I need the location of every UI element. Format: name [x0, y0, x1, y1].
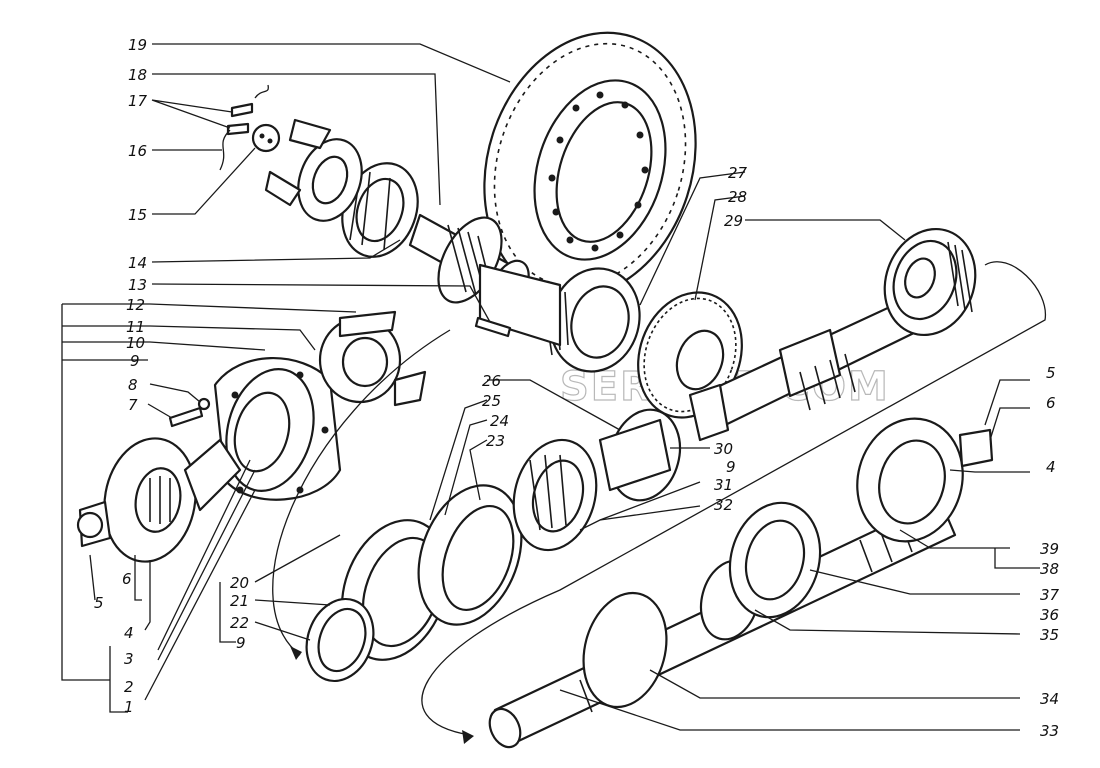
callout-11: 11 [126, 318, 145, 336]
ring-gear [483, 31, 697, 299]
callout-4-left: 4 [124, 624, 134, 642]
callout-7: 7 [128, 396, 138, 414]
callout-12: 12 [126, 296, 145, 314]
callout-1: 1 [124, 698, 134, 716]
callout-28: 28 [728, 188, 747, 206]
lower-bearing-housing [305, 484, 523, 683]
cover-bolt [168, 397, 211, 428]
callout-21: 21 [230, 592, 249, 610]
callout-20: 20 [230, 574, 249, 592]
callout-13: 13 [128, 276, 147, 294]
arrow-upper-loop [272, 329, 451, 656]
center-tapered-bearing [478, 263, 641, 373]
callout-34: 34 [1040, 690, 1059, 708]
callout-15: 15 [128, 206, 147, 224]
callout-38: 38 [1040, 560, 1059, 578]
callout-23: 23 [486, 432, 505, 450]
shaft-key [474, 316, 512, 338]
lock-washer-group [219, 84, 281, 171]
callout-29: 29 [724, 212, 743, 230]
callout-9-left: 9 [130, 352, 140, 370]
lower-tapered-bearing [512, 408, 682, 552]
drive-flange [76, 437, 242, 563]
left-bearing-cover [213, 310, 427, 501]
long-upper-shaft [688, 227, 977, 442]
callout-22: 22 [230, 614, 249, 632]
callout-3: 3 [124, 650, 134, 668]
leader-lines [61, 43, 1040, 731]
callout-37: 37 [1040, 586, 1060, 604]
callout-9-mid: 9 [726, 458, 736, 476]
callout-32: 32 [714, 496, 733, 514]
callout-5-left: 5 [94, 594, 104, 612]
callout-10: 10 [126, 334, 145, 352]
callout-8: 8 [128, 376, 138, 394]
callout-4-right: 4 [1046, 458, 1056, 476]
callout-36: 36 [1040, 606, 1059, 624]
callout-17: 17 [128, 92, 148, 110]
callout-18: 18 [128, 66, 147, 84]
callout-24: 24 [490, 412, 509, 430]
callout-27: 27 [728, 164, 748, 182]
callout-9-lower: 9 [236, 634, 246, 652]
callout-19: 19 [128, 36, 147, 54]
callout-30: 30 [714, 440, 733, 458]
callout-26: 26 [482, 372, 501, 390]
lower-output-shaft [488, 417, 994, 749]
callout-31: 31 [714, 476, 733, 494]
callout-33: 33 [1040, 722, 1059, 740]
callout-labels: 19 18 17 16 15 14 13 12 11 10 9 8 7 27 2… [94, 36, 1060, 740]
callout-6-left: 6 [122, 570, 132, 588]
callout-39: 39 [1040, 540, 1059, 558]
callout-35: 35 [1040, 626, 1059, 644]
callout-14: 14 [128, 254, 147, 272]
callout-25: 25 [482, 392, 501, 410]
arrow-lower-loop [421, 261, 1046, 736]
callout-2: 2 [124, 678, 134, 696]
callout-16: 16 [128, 142, 147, 160]
callout-5-right: 5 [1046, 364, 1056, 382]
callout-6-right: 6 [1046, 394, 1056, 412]
upper-tapered-bearing [264, 118, 419, 258]
